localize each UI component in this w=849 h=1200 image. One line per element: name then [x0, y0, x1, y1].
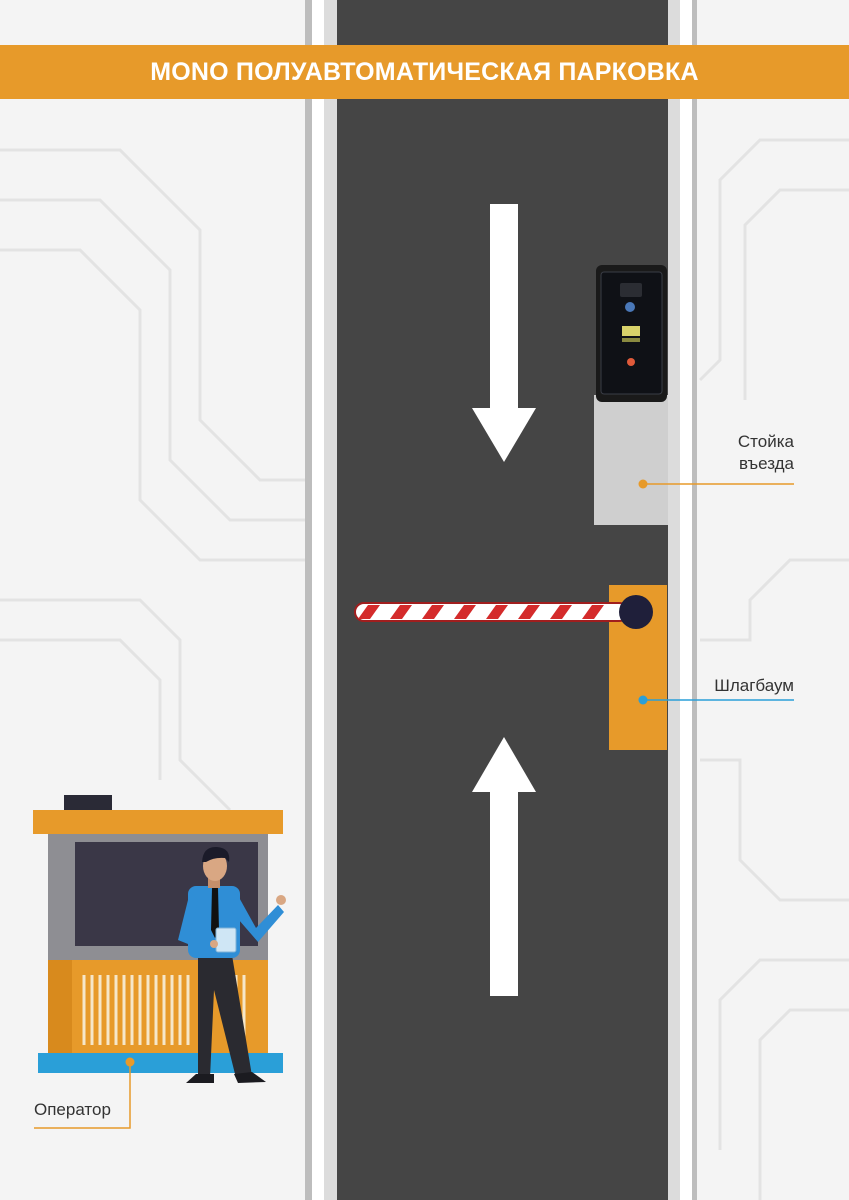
operator-label: Оператор	[34, 1100, 111, 1119]
callout-barrier	[638, 695, 794, 705]
arrow-down-icon	[472, 204, 536, 462]
entry-terminal-icon	[594, 265, 668, 525]
barrier-icon	[354, 585, 667, 750]
booth-icon	[33, 795, 283, 1073]
entry-stand-label: Стойка въезда	[700, 431, 794, 475]
arrow-up-icon	[472, 737, 536, 996]
title-banner: MONO ПОЛУАВТОМАТИЧЕСКАЯ ПАРКОВКА	[0, 45, 849, 99]
operator-person-icon	[178, 846, 286, 1083]
barrier-label: Шлагбаум	[714, 676, 794, 695]
background-circuit-lines	[0, 138, 849, 1200]
entry-stand-label-line1: Стойка	[737, 432, 794, 451]
page-title: MONO ПОЛУАВТОМАТИЧЕСКАЯ ПАРКОВКА	[150, 57, 699, 86]
entry-stand-label-line2: въезда	[739, 454, 794, 473]
callout-entry-stand	[638, 479, 794, 489]
callout-operator	[34, 1057, 135, 1129]
